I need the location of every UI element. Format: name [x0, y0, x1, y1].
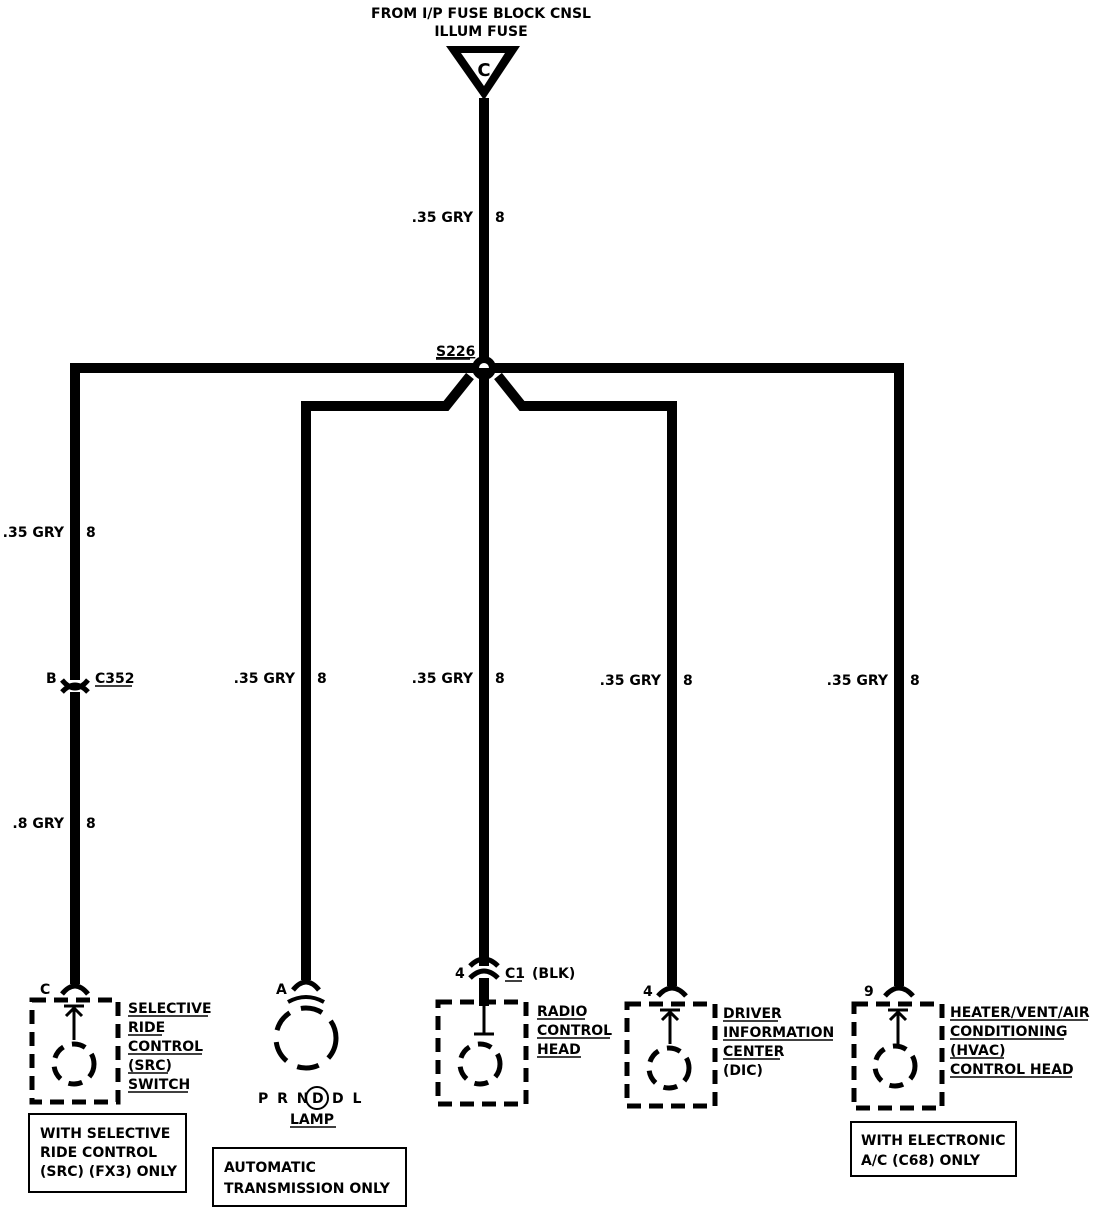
- radio-connector-color: (BLK): [532, 966, 575, 982]
- hvac-wire-gauge: .35 GRY: [827, 673, 889, 689]
- hvac-contact-icon: [872, 1043, 918, 1089]
- source-label-line2: ILLUM FUSE: [434, 24, 527, 40]
- src-component-line4: (SRC): [128, 1058, 172, 1074]
- connector-c352-icon: [60, 678, 90, 691]
- src-note-line2: RIDE CONTROL: [40, 1145, 157, 1161]
- src-pin: C: [40, 982, 50, 998]
- dic-contact-icon: [646, 1045, 692, 1091]
- hvac-component-box: [851, 1001, 945, 1111]
- src-component-line5: SWITCH: [128, 1077, 190, 1093]
- src-wire1-gauge: .35 GRY: [3, 525, 65, 541]
- dic-wire-gauge: .35 GRY: [600, 673, 662, 689]
- dic-component-line1: DRIVER: [723, 1006, 782, 1022]
- src-wire2-gauge: .8 GRY: [12, 816, 64, 832]
- dic-component-box: [624, 1001, 718, 1109]
- c352-label: C352: [95, 671, 135, 687]
- radio-connector: C1: [505, 966, 525, 982]
- radio-component-line3: HEAD: [537, 1042, 581, 1058]
- prndl-connector-icon: [291, 979, 321, 992]
- wire-top-gauge: .35 GRY: [412, 210, 474, 226]
- source-label-line1: FROM I/P FUSE BLOCK CNSL: [371, 6, 591, 22]
- hvac-note-box: [850, 1121, 1017, 1177]
- hvac-note-line1: WITH ELECTRONIC: [861, 1133, 1006, 1149]
- radio-component-box: [435, 999, 529, 1107]
- dic-pin: 4: [643, 984, 653, 1000]
- dic-component-line4: (DIC): [723, 1063, 763, 1079]
- splice-label: S226: [436, 344, 475, 360]
- radio-pin: 4: [455, 966, 465, 982]
- src-component-line3: CONTROL: [128, 1039, 203, 1055]
- hvac-connector-icon: [883, 985, 915, 998]
- radio-wire-circuit: 8: [495, 671, 505, 687]
- src-wire2-circuit: 8: [86, 816, 96, 832]
- hvac-component-line3: (HVAC): [950, 1043, 1006, 1059]
- radio-connector-icon: [468, 956, 500, 968]
- prndl-indicator-left: P R N: [258, 1091, 311, 1107]
- src-note-box: [28, 1113, 187, 1193]
- prndl-pin: A: [276, 982, 287, 998]
- fuse-triangle-icon: C: [446, 46, 520, 100]
- src-component-line2: RIDE: [128, 1020, 165, 1036]
- wire-prndl: [301, 372, 474, 980]
- hvac-note-line2: A/C (C68) ONLY: [861, 1153, 981, 1169]
- dic-connector-icon: [656, 985, 688, 998]
- prndl-d-circle: [305, 1086, 329, 1110]
- prndl-note-box: [212, 1147, 407, 1207]
- hvac-wire-circuit: 8: [910, 673, 920, 689]
- wire-dic: [494, 372, 677, 986]
- wire-top-circuit: 8: [495, 210, 505, 226]
- prndl-wire-circuit: 8: [317, 671, 327, 687]
- src-note-line1: WITH SELECTIVE: [40, 1126, 170, 1142]
- prndl-component: LAMP: [290, 1112, 334, 1128]
- src-component-line1: SELECTIVE: [128, 1001, 212, 1017]
- prndl-lamp-icon: [273, 1005, 339, 1071]
- src-switch-box: [29, 997, 121, 1105]
- prndl-indicator-d: D: [312, 1091, 324, 1107]
- dic-component-line3: CENTER: [723, 1044, 785, 1060]
- c352-pin: B: [46, 671, 57, 687]
- src-note-line3: (SRC) (FX3) ONLY: [40, 1164, 178, 1180]
- radio-wire-gauge: .35 GRY: [412, 671, 474, 687]
- radio-component-line2: CONTROL: [537, 1023, 612, 1039]
- src-connector-icon: [60, 983, 90, 996]
- hvac-component-line4: CONTROL HEAD: [950, 1062, 1074, 1078]
- dic-component-line2: INFORMATION: [723, 1025, 834, 1041]
- prndl-wire-gauge: .35 GRY: [234, 671, 296, 687]
- hvac-pin: 9: [864, 984, 874, 1000]
- src-switch-contact-icon: [51, 1041, 97, 1087]
- src-wire1-circuit: 8: [86, 525, 96, 541]
- hvac-component-line1: HEATER/VENT/AIR: [950, 1005, 1090, 1021]
- hvac-component-line2: CONDITIONING: [950, 1024, 1068, 1040]
- prndl-note-line1: AUTOMATIC: [224, 1160, 316, 1176]
- prndl-indicator-right: D L: [332, 1091, 363, 1107]
- fuse-symbol-letter: C: [477, 60, 490, 81]
- prndl-note-line2: TRANSMISSION ONLY: [224, 1181, 391, 1197]
- radio-component-line1: RADIO: [537, 1004, 587, 1020]
- radio-contact-icon: [457, 1041, 503, 1087]
- dic-wire-circuit: 8: [683, 673, 693, 689]
